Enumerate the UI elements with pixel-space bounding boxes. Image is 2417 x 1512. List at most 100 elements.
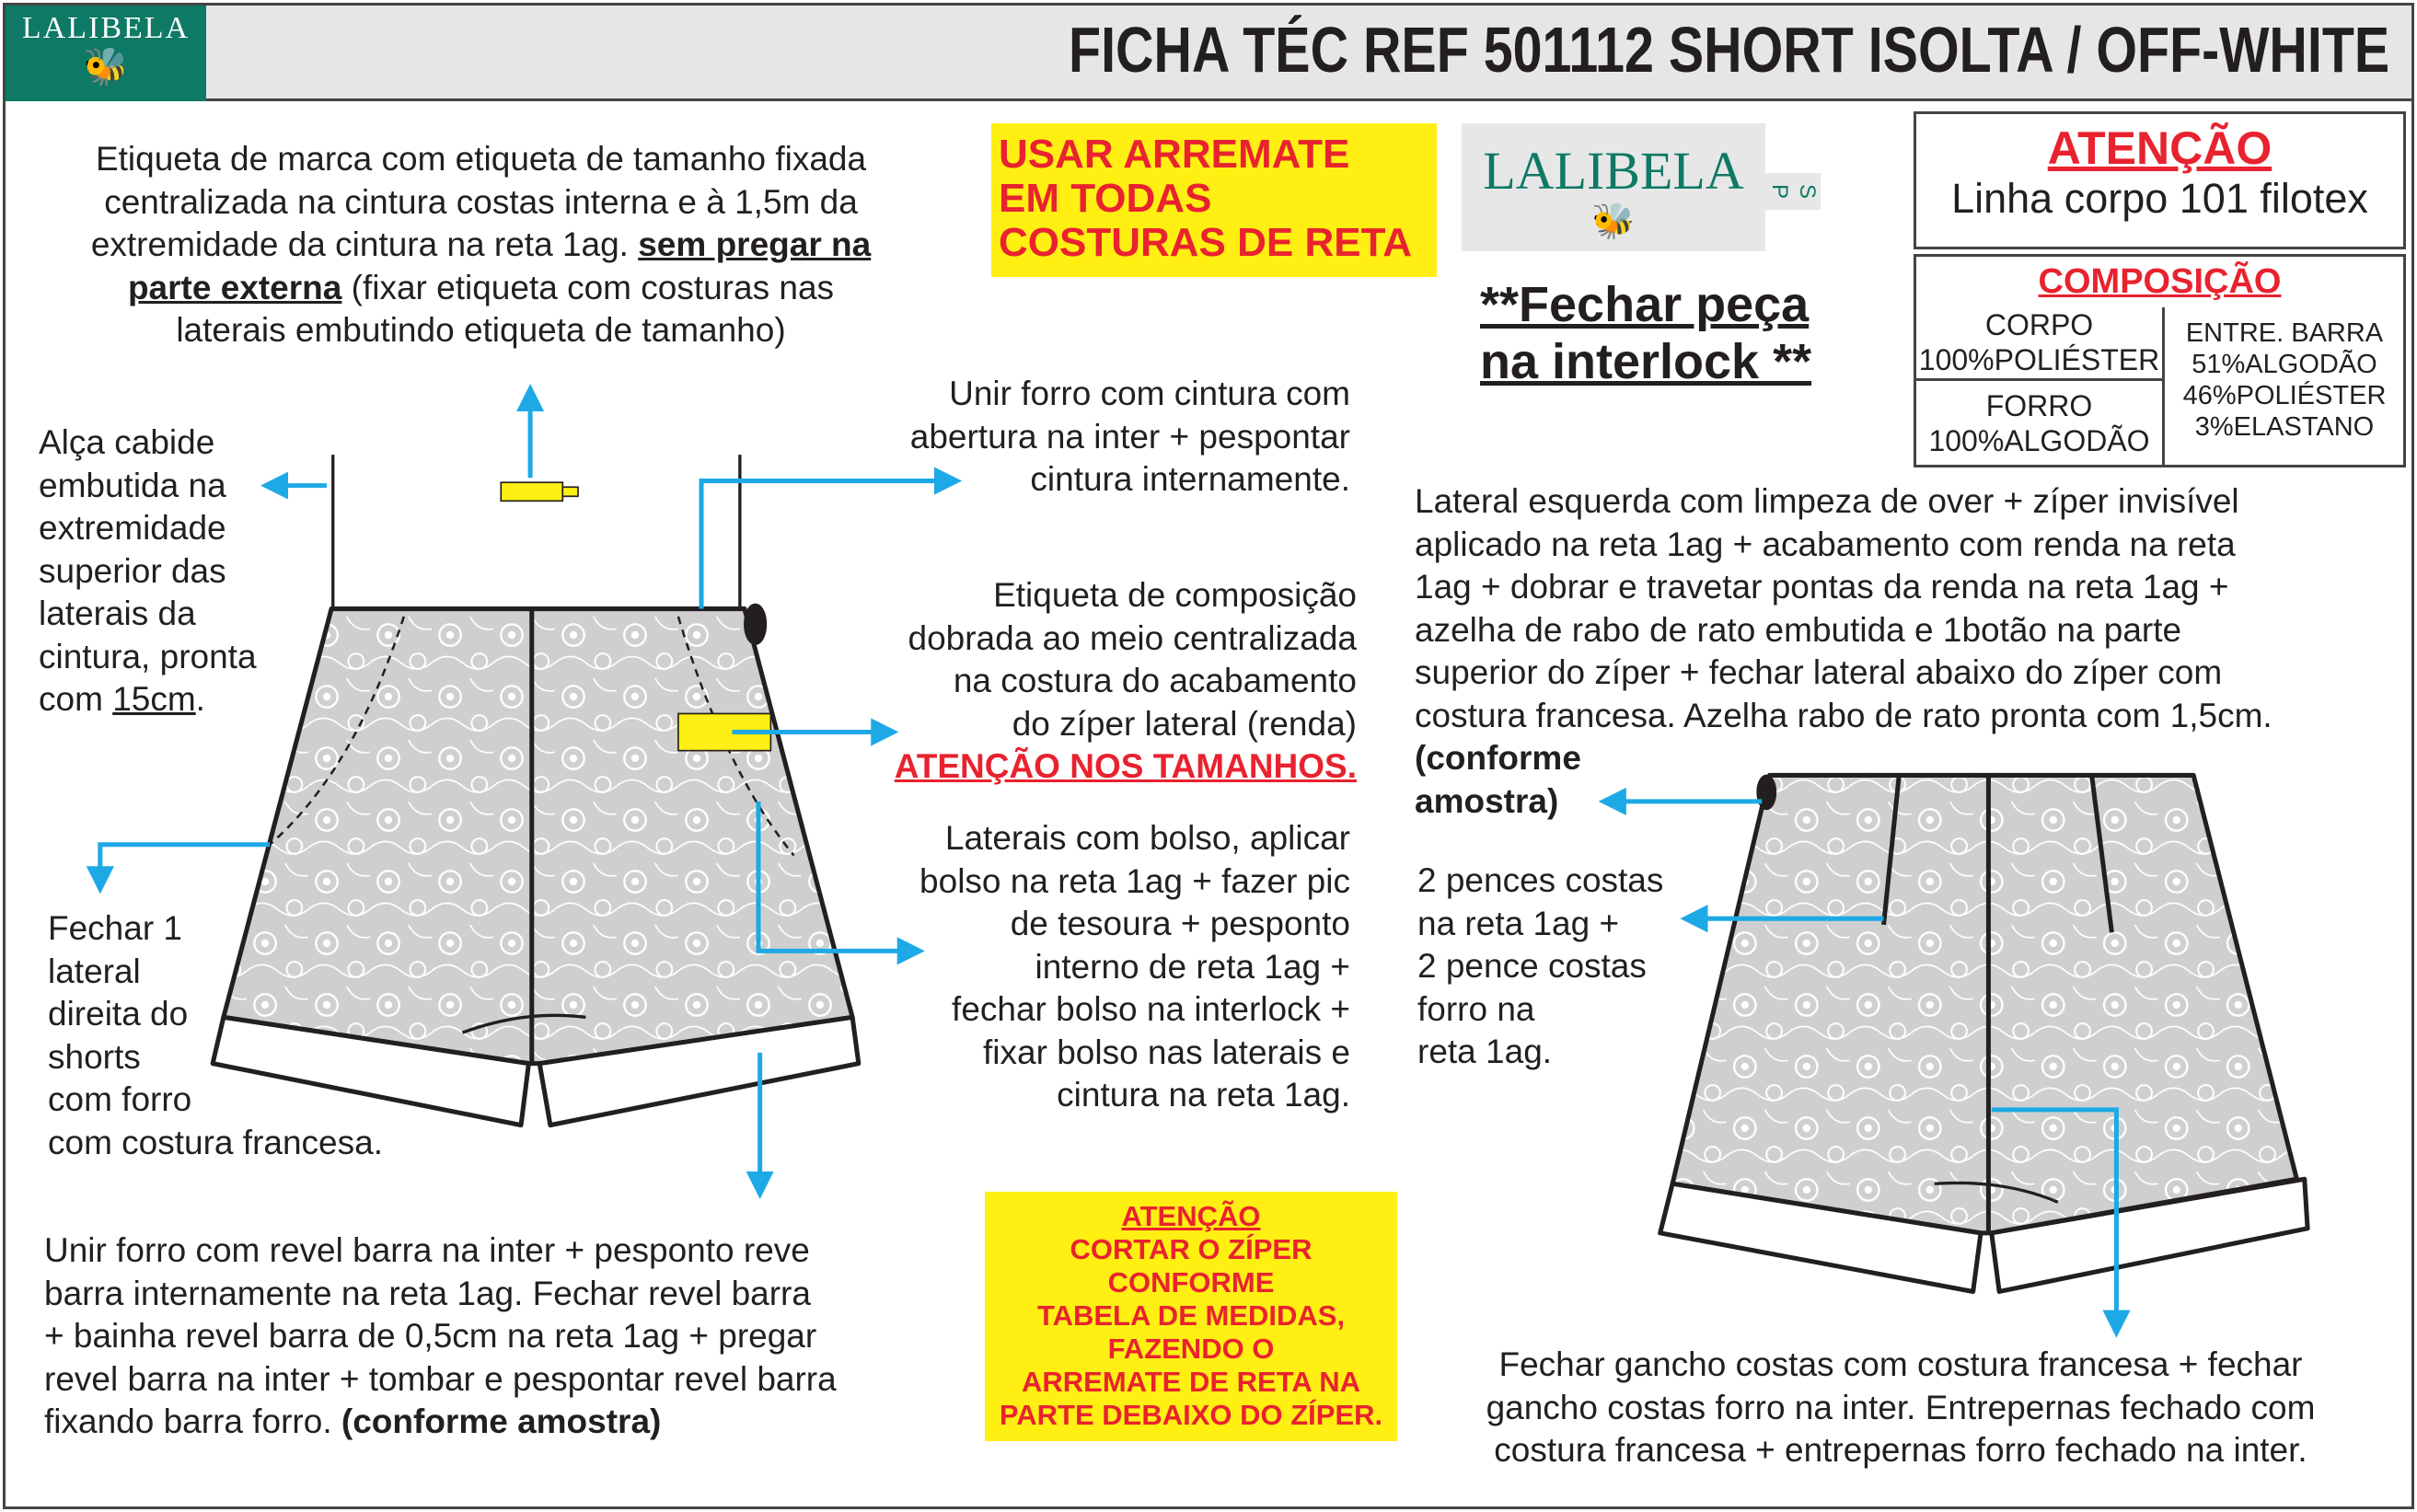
text-line: USAR ARREMATE bbox=[999, 132, 1350, 177]
text-segment: amostra) bbox=[1415, 781, 1559, 820]
text-line: Fechar gancho costas com costura frances… bbox=[1498, 1345, 2303, 1383]
text-line: laterais da bbox=[39, 594, 196, 632]
text-line: Laterais com bolso, aplicar bbox=[944, 819, 1350, 857]
text-line: revel barra na inter + tombar e pesponta… bbox=[44, 1359, 837, 1398]
text-line: 100%ALGODÃO bbox=[1928, 424, 2150, 457]
text-segment: extremidade da cintura na reta 1ag. bbox=[90, 225, 639, 263]
text-line: Fechar 1 bbox=[48, 909, 183, 947]
text-line: fixar bolso nas laterais e bbox=[983, 1033, 1350, 1071]
text-line: forro na bbox=[1417, 989, 1535, 1028]
text-line: 3%ELASTANO bbox=[2194, 412, 2375, 442]
text-segment: parte externa bbox=[127, 268, 342, 306]
text-line: fechar bolso na interlock + bbox=[952, 990, 1350, 1028]
text-line: laterais embutindo etiqueta de tamanho) bbox=[176, 311, 786, 349]
attention-box: ATENÇÃO Linha corpo 101 filotex bbox=[1914, 111, 2406, 249]
text-line: costura francesa + entrepernas forro fec… bbox=[1494, 1431, 2307, 1469]
arrow-right-side bbox=[86, 842, 271, 895]
text-line: CONFORME bbox=[1107, 1266, 1275, 1298]
text-segment: sem pregar na bbox=[638, 225, 872, 263]
text-line: Unir forro com cintura com bbox=[949, 375, 1350, 412]
text-line: ARREMATE DE RETA NA bbox=[1022, 1366, 1360, 1398]
text-line: FORRO bbox=[1985, 389, 2093, 422]
text-line: barra internamente na reta 1ag. Fechar r… bbox=[44, 1274, 811, 1312]
note-crotch: Fechar gancho costas com costura frances… bbox=[1417, 1344, 2384, 1472]
logo-text: LALIBELA bbox=[21, 11, 191, 45]
text-segment: ATENÇÃO bbox=[1121, 1200, 1261, 1232]
text-line: COSTURAS DE RETA bbox=[999, 220, 1412, 265]
text-segment: 15cm bbox=[112, 680, 196, 718]
text-line: Unir forro com revel barra na inter + pe… bbox=[44, 1231, 810, 1269]
text-segment: . bbox=[195, 680, 205, 718]
size-label-marker bbox=[500, 481, 564, 502]
brand-logo: LALIBELA🐝 bbox=[6, 6, 206, 101]
composition-title: COMPOSIÇÃO bbox=[2038, 262, 2282, 301]
text-line: na reta 1ag + bbox=[1417, 904, 1620, 942]
note-pockets: Laterais com bolso, aplicar bolso na reta… bbox=[919, 817, 1350, 1117]
text-line: do zíper lateral (renda) bbox=[1012, 704, 1357, 743]
text-line: extremidade da cintura na reta 1ag. sem … bbox=[37, 224, 925, 267]
text-line: FAZENDO O bbox=[1107, 1333, 1275, 1365]
text-line: cintura, pronta bbox=[39, 637, 257, 675]
text-line: na interlock ** bbox=[1480, 334, 1812, 389]
text-line: Lateral esquerda com limpeza de over + z… bbox=[1415, 482, 2239, 520]
attention-title: ATENÇÃO bbox=[2047, 122, 2272, 174]
text-line: costura francesa. Azelha rabo de rato pr… bbox=[1415, 696, 2272, 734]
arrow-pockets bbox=[756, 801, 925, 965]
text-line: 2 pences costas bbox=[1417, 861, 1664, 899]
text-line: azelha de rabo de rato embutida e 1botão… bbox=[1415, 610, 2182, 649]
text-line: com 15cm. bbox=[39, 678, 257, 721]
text-segment: (fixar etiqueta com costuras nas bbox=[341, 268, 835, 306]
text-line: (conforme bbox=[1415, 737, 2272, 780]
text-line: ENTRE. BARRA bbox=[2185, 318, 2384, 348]
text-line: gancho costas forro na inter. Entreperna… bbox=[1486, 1388, 2316, 1426]
arrow-waist-lining bbox=[699, 467, 963, 609]
text-line: 1ag + dobrar e travetar pontas da renda … bbox=[1415, 568, 2229, 606]
text-segment: (conforme amostra) bbox=[341, 1402, 662, 1440]
text-line: ATENÇÃO NOS TAMANHOS. bbox=[895, 745, 1357, 789]
arrow-crotch bbox=[1991, 1107, 2131, 1338]
thread-note: Linha corpo 101 filotex bbox=[1951, 175, 2368, 222]
text-line: CORPO bbox=[1984, 308, 2094, 341]
text-line: extremidade bbox=[39, 509, 226, 547]
back-shorts bbox=[1658, 772, 2310, 1294]
front-shorts bbox=[210, 455, 862, 1128]
text-line: bolso na reta 1ag + fazer pic bbox=[919, 861, 1350, 900]
text-line: EM TODAS bbox=[999, 176, 1212, 221]
callout-arrows bbox=[86, 384, 2131, 1338]
text-line: interno de reta 1ag + bbox=[1035, 947, 1350, 986]
text-line: com forro bbox=[48, 1080, 192, 1118]
text-line: PARTE DEBAIXO DO ZÍPER. bbox=[999, 1399, 1383, 1431]
bee-icon: 🐝 bbox=[83, 47, 129, 87]
text-line: de tesoura + pesponto bbox=[1010, 905, 1350, 942]
text-line: reta 1ag. bbox=[1417, 1033, 1553, 1070]
text-line: na costura do acabamento bbox=[953, 662, 1357, 699]
text-segment: (conforme bbox=[1415, 739, 1581, 777]
text-line: TABELA DE MEDIDAS, bbox=[1036, 1299, 1346, 1332]
text-line: CORTAR O ZÍPER bbox=[1070, 1233, 1313, 1265]
page-title: FICHA TÉC REF 501112 SHORT ISOLTA / OFF-… bbox=[1068, 14, 2389, 86]
text-line: dobrada ao meio centralizada bbox=[908, 618, 1358, 657]
header-bar bbox=[6, 6, 2411, 101]
text-line: superior do zíper + fechar lateral abaix… bbox=[1415, 653, 2223, 691]
text-line: 51%ALGODÃO bbox=[2191, 350, 2377, 379]
text-line: + bainha revel barra de 0,5cm na reta 1a… bbox=[44, 1317, 817, 1355]
text-line: **Fechar peça bbox=[1480, 277, 1810, 332]
text-line: cintura na reta 1ag. bbox=[1057, 1076, 1350, 1114]
bee-icon: 🐝 bbox=[1591, 202, 1636, 241]
text-line: abertura na inter + pespontar bbox=[909, 417, 1350, 456]
text-line: 100%POLIÉSTER bbox=[1918, 343, 2160, 376]
text-line: embutida na bbox=[39, 466, 226, 504]
text-line: Alça cabide bbox=[39, 423, 215, 461]
